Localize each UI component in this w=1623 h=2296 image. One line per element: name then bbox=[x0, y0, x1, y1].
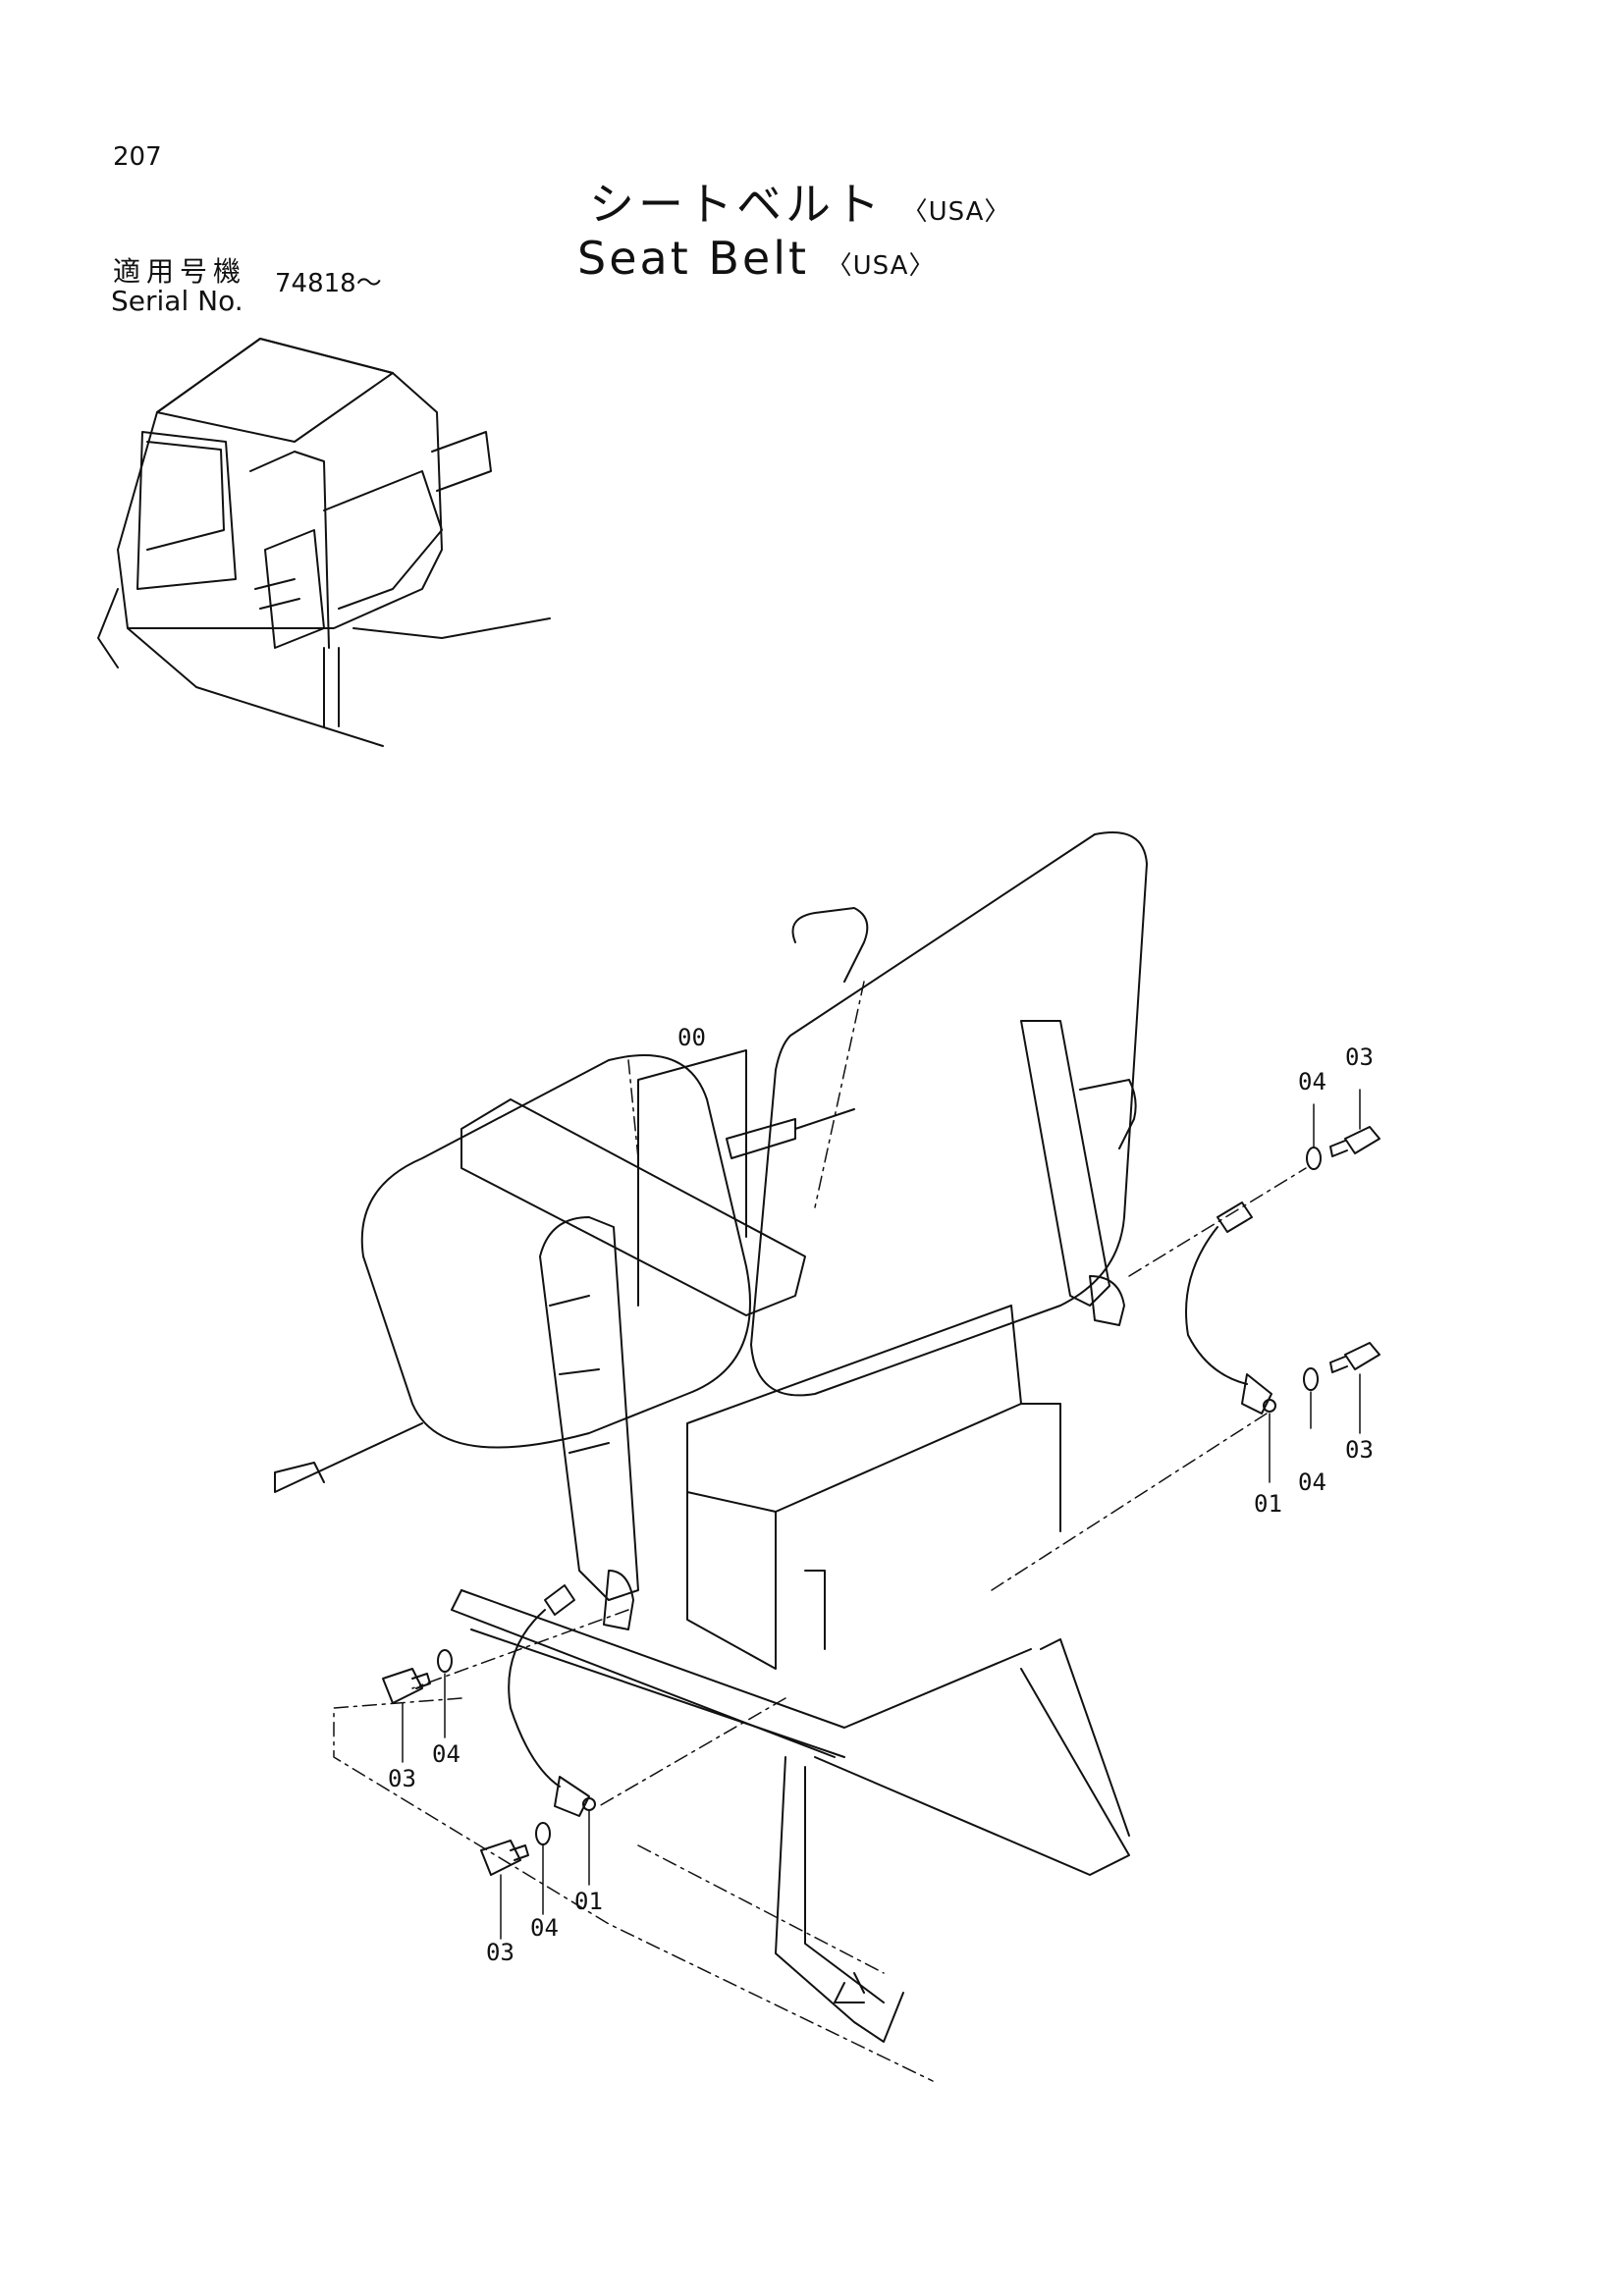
hardware-parts bbox=[382, 1126, 1380, 1876]
leader-lines bbox=[333, 981, 1307, 2082]
page-number: 207 bbox=[113, 142, 162, 172]
washer-left-lower bbox=[535, 1822, 551, 1845]
cable-right bbox=[1185, 1201, 1276, 1415]
cab-thumbnail bbox=[97, 338, 551, 747]
callout-03-right-upper: 03 bbox=[1345, 1043, 1374, 1071]
callout-00-bracket bbox=[637, 1049, 747, 1307]
title-japanese-text: シートベルト bbox=[589, 178, 884, 231]
washer-right-lower bbox=[1303, 1367, 1319, 1391]
title-japanese: シートベルト 〈USA〉 bbox=[589, 169, 1010, 234]
bolt-right-upper bbox=[1329, 1126, 1380, 1157]
callout-04-left-lower: 04 bbox=[530, 1914, 559, 1942]
bolt-left-lower bbox=[480, 1840, 529, 1876]
callout-01-left: 01 bbox=[574, 1888, 603, 1915]
title-english: Seat Belt 〈USA〉 bbox=[577, 232, 935, 285]
serial-label-english: Serial No. bbox=[111, 285, 243, 317]
callout-03-left-upper: 03 bbox=[388, 1765, 416, 1792]
callout-ticks bbox=[402, 1089, 1361, 1940]
bolt-left-upper bbox=[382, 1668, 431, 1704]
callout-03-right-lower: 03 bbox=[1345, 1436, 1374, 1464]
serial-number-value: 74818～ bbox=[275, 269, 382, 298]
callout-04-right-lower: 04 bbox=[1298, 1468, 1326, 1496]
serial-label-japanese: 適用号機 bbox=[113, 255, 247, 288]
callout-00: 00 bbox=[677, 1024, 706, 1051]
title-english-text: Seat Belt bbox=[577, 232, 810, 285]
washer-right-upper bbox=[1306, 1147, 1322, 1170]
callout-04-left-upper: 04 bbox=[432, 1740, 460, 1768]
callout-04-right-upper: 04 bbox=[1298, 1068, 1326, 1095]
callout-01-right: 01 bbox=[1254, 1490, 1282, 1518]
callout-labels: 00 03 04 03 04 01 04 03 04 01 03 bbox=[388, 1024, 1374, 1966]
washer-left-upper bbox=[437, 1649, 453, 1673]
region-tag-jp: 〈USA〉 bbox=[901, 197, 1011, 227]
seat-assembly bbox=[274, 831, 1148, 2043]
cable-left bbox=[508, 1584, 596, 1817]
region-tag-en: 〈USA〉 bbox=[826, 251, 936, 281]
bolt-right-lower bbox=[1329, 1342, 1380, 1373]
callout-03-left-lower: 03 bbox=[486, 1939, 514, 1966]
